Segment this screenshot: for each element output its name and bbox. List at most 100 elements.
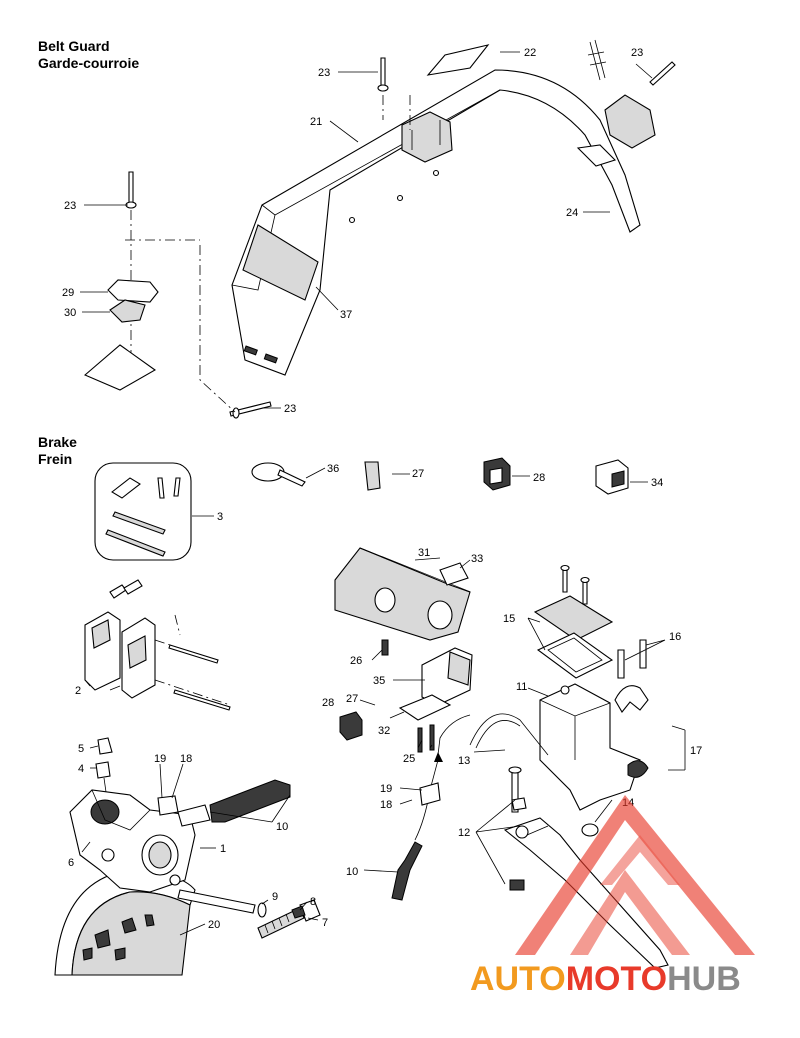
callout-labels: 23 22 23 21 24 23 29 30 37 23 36 27 28 3… — [62, 47, 702, 931]
callout-34: 34 — [651, 477, 663, 489]
callout-9: 9 — [272, 891, 278, 903]
switch-connector — [339, 711, 363, 741]
belt-guard-assembly — [83, 39, 676, 419]
clamp-nut — [627, 760, 649, 778]
rivet — [229, 401, 272, 417]
callout-10: 10 — [346, 866, 358, 878]
callout-12: 12 — [458, 827, 470, 839]
reservoir-cover — [533, 595, 614, 641]
switch-plate — [398, 694, 452, 721]
callout-15: 15 — [503, 613, 515, 625]
callout-27: 27 — [412, 468, 424, 480]
guard-slot — [263, 353, 278, 364]
callout-28: 28 — [322, 697, 334, 709]
brake-title-en: Brake — [38, 434, 77, 450]
master-cylinder-body — [539, 683, 641, 811]
lever-bushing — [581, 823, 599, 837]
callout-19: 19 — [380, 783, 392, 795]
brake-kit-box — [94, 462, 192, 561]
guard-rear-latch — [576, 144, 617, 167]
caliper-banjo-bolt — [157, 795, 179, 816]
guard-slot — [243, 345, 258, 356]
callout-18: 18 — [380, 799, 392, 811]
brake-pin — [105, 529, 166, 557]
housing-decal — [439, 562, 469, 586]
screw — [381, 639, 389, 656]
left-mount-rivet — [128, 171, 134, 206]
callout-31: 31 — [418, 547, 430, 559]
leader-lines — [80, 51, 686, 936]
rivet — [649, 61, 676, 86]
callout-23: 23 — [631, 47, 643, 59]
caliper-link — [177, 889, 256, 914]
callout-35: 35 — [373, 675, 385, 687]
callout-1: 1 — [220, 843, 226, 855]
callout-24: 24 — [566, 207, 578, 219]
callout-21: 21 — [310, 116, 322, 128]
caliper-nut — [291, 905, 306, 919]
callout-19: 19 — [154, 753, 166, 765]
callout-4: 4 — [78, 763, 84, 775]
hose-fitting — [177, 804, 211, 827]
lever-pivot — [515, 825, 529, 839]
bleeder-screw — [95, 761, 111, 779]
left-mount-plate — [109, 299, 146, 323]
belt-guard-section-title: Belt Guard Garde-courroie — [38, 38, 139, 72]
watermark-part-moto: MOTO — [566, 960, 667, 998]
belt-guard-title-en: Belt Guard — [38, 38, 110, 54]
decal-panel — [242, 224, 319, 301]
brake-hose-upper — [209, 779, 291, 823]
callout-17: 17 — [690, 745, 702, 757]
reservoir-gasket — [536, 632, 614, 679]
lever-nut — [509, 879, 525, 891]
callout-26: 26 — [350, 655, 362, 667]
callout-13: 13 — [458, 755, 470, 767]
callout-5: 5 — [78, 743, 84, 755]
callout-2: 2 — [75, 685, 81, 697]
brake-hose-lower — [391, 841, 423, 901]
callout-8: 8 — [310, 896, 316, 908]
callout-3: 3 — [217, 511, 223, 523]
callout-7: 7 — [322, 917, 328, 929]
brake-pin — [112, 511, 166, 535]
callout-30: 30 — [64, 307, 76, 319]
watermark-logo — [515, 795, 755, 955]
callout-33: 33 — [471, 553, 483, 565]
callout-18: 18 — [180, 753, 192, 765]
left-mount-bracket — [107, 279, 159, 303]
callout-23: 23 — [64, 200, 76, 212]
callout-23: 23 — [318, 67, 330, 79]
callout-37: 37 — [340, 309, 352, 321]
left-mount-base — [83, 344, 157, 391]
brake-housing-cover — [334, 547, 471, 641]
callout-29: 29 — [62, 287, 74, 299]
brake-caliper-assembly — [54, 737, 321, 976]
callout-27: 27 — [346, 693, 358, 705]
brake-hardware-row — [251, 457, 629, 495]
callout-16: 16 — [669, 631, 681, 643]
watermark-part-hub: HUB — [667, 960, 741, 998]
handlebar-clamp — [614, 685, 649, 713]
guard-right-bracket — [604, 94, 656, 149]
callout-6: 6 — [68, 857, 74, 869]
watermark-text: AUTOMOTOHUB — [470, 960, 741, 998]
brake-pads — [84, 579, 231, 711]
callout-36: 36 — [327, 463, 339, 475]
guard-strip — [426, 44, 490, 76]
callout-32: 32 — [378, 725, 390, 737]
callout-22: 22 — [524, 47, 536, 59]
guard-top-bracket — [401, 111, 453, 163]
brake-section-title: Brake Frein — [38, 434, 77, 468]
master-cylinder-assembly — [334, 547, 669, 969]
callout-23: 23 — [284, 403, 296, 415]
brake-disc-face — [71, 891, 191, 976]
callout-10: 10 — [276, 821, 288, 833]
callout-11: 11 — [516, 681, 527, 693]
callout-25: 25 — [403, 753, 415, 765]
bleeder-cap — [97, 737, 113, 755]
belt-guard-title-fr: Garde-courroie — [38, 55, 140, 71]
callout-20: 20 — [208, 919, 220, 931]
brake-title-fr: Frein — [38, 451, 73, 467]
